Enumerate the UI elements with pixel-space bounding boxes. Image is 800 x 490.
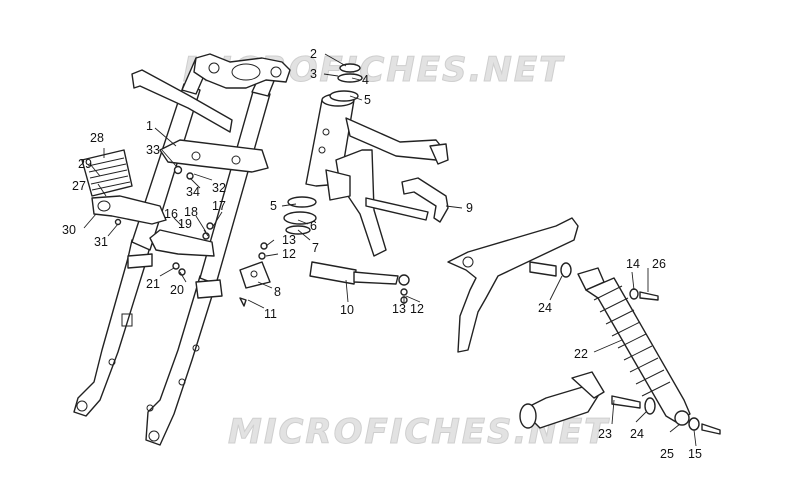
callout-31: 31 [94,235,108,249]
spacer-part-24 [529,261,656,415]
callout-13a: 13 [282,233,296,247]
rear-shock-part-22 [577,267,691,426]
callout-4: 4 [362,73,369,87]
damper-bracket-part-9 [401,177,449,223]
steering-bearing-stack [283,63,363,235]
callout-18: 18 [184,205,198,219]
callout-24a: 24 [538,301,552,315]
callout-29: 29 [78,157,92,171]
callout-5a: 5 [364,93,371,107]
callout-23: 23 [598,427,612,441]
reflector-bracket-part-30 [91,195,167,225]
callout-20: 20 [170,283,184,297]
callout-13b: 13 [392,302,406,316]
callout-26: 26 [652,257,666,271]
callout-14: 14 [626,257,640,271]
bolt-part-15 [688,417,721,435]
leader-lines [83,53,697,447]
callout-15: 15 [688,447,702,461]
callout-10: 10 [340,303,354,317]
callout-6: 6 [310,219,317,233]
callout-33: 33 [146,143,160,157]
callout-1: 1 [146,119,153,133]
callout-22: 22 [574,347,588,361]
steering-damper-part-10 [309,261,410,286]
reflector-part-28 [81,149,133,197]
callout-11: 11 [264,307,277,321]
callout-8: 8 [274,285,281,299]
shock-reservoir-part-23 [519,371,605,429]
callout-7: 7 [312,241,319,255]
callout-19: 19 [178,217,192,231]
front-fork [73,53,291,446]
damper-clamp-part-8 [239,261,271,289]
callout-2: 2 [310,47,317,61]
callout-27: 27 [72,179,86,193]
callout-32: 32 [212,181,226,195]
callout-21: 21 [146,277,160,291]
callout-12a: 12 [282,247,296,261]
callout-16: 16 [164,207,178,221]
callout-9: 9 [466,201,473,215]
callout-12b: 12 [410,302,424,316]
callout-3: 3 [310,67,317,81]
callout-5b: 5 [270,199,277,213]
frame-head-tube [305,93,445,257]
callout-30: 30 [62,223,76,237]
bolt-part-26 [629,288,659,301]
callout-34: 34 [186,185,200,199]
callout-17: 17 [212,199,226,213]
callout-labels: 1 2 3 4 5 5 6 7 8 9 10 11 12 12 13 13 14… [62,47,702,461]
callout-25: 25 [660,447,674,461]
small-fasteners [114,165,408,307]
swingarm [429,143,579,353]
callout-28: 28 [90,131,104,145]
callout-24b: 24 [630,427,644,441]
